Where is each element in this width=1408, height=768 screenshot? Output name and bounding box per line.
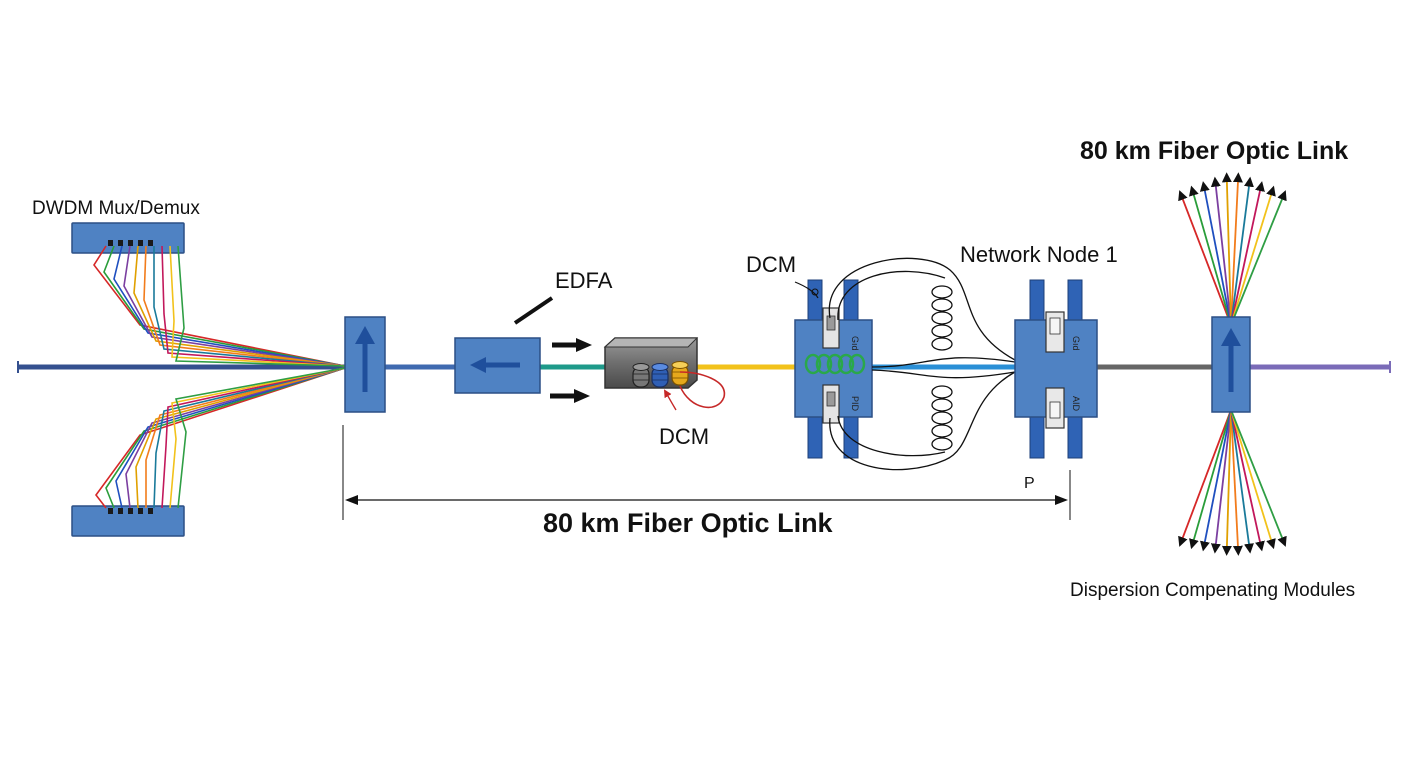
- mux-coupler: [344, 316, 386, 413]
- coil-turn: [931, 411, 953, 425]
- dcm-red-loop: [679, 371, 726, 409]
- edfa-module: [454, 337, 541, 394]
- coil-turn: [931, 437, 953, 451]
- edfa-pointer-line: [513, 296, 554, 325]
- svg-text:Gıd: Gıd: [1071, 336, 1081, 351]
- output-fiber-ray: [1210, 409, 1232, 554]
- coil-turn: [931, 424, 953, 438]
- coil-spring-bottom: [931, 385, 953, 451]
- dcm-rack: Gıd PID: [794, 279, 873, 459]
- output-fiber-ray: [1230, 409, 1254, 554]
- mux-fiber-strand: [174, 245, 346, 367]
- output-fiber-ray: [1189, 185, 1232, 326]
- signal-arrow-bottom: [550, 389, 590, 403]
- mux-fiber-strand: [143, 245, 346, 367]
- output-fiber-ray: [1230, 190, 1287, 326]
- signal-arrow-top: [552, 338, 592, 352]
- output-fiber-ray: [1189, 409, 1232, 550]
- link-dimension-label: 80 km Fiber Optic Link: [543, 508, 834, 538]
- svg-text:AID: AID: [1071, 396, 1081, 412]
- link-dimension: [342, 425, 1071, 520]
- dcm-spool-gray: [632, 363, 650, 388]
- coil-turn: [931, 385, 953, 399]
- output-fiber-fan: [1178, 172, 1287, 556]
- demux-fiber-strand: [125, 367, 346, 509]
- mux-fiber-strand: [113, 245, 346, 367]
- network-node-1: Gıd AID: [1014, 279, 1098, 459]
- mux-fiber-strand: [161, 245, 346, 367]
- output-fiber-ray: [1230, 409, 1287, 547]
- demux-fiber-strand: [174, 367, 346, 509]
- output-coupler: [1211, 316, 1251, 413]
- output-fiber-ray: [1230, 176, 1254, 326]
- edfa-label: EDFA: [555, 268, 613, 293]
- output-fiber-ray: [1230, 172, 1243, 326]
- arrow-left-icon: [470, 357, 520, 373]
- arrow-up-icon: [355, 326, 375, 392]
- demux-fiber-strand: [153, 367, 346, 509]
- svg-text:Gıd: Gıd: [850, 336, 860, 351]
- output-fiber-ray: [1230, 181, 1265, 326]
- mux-fiber-strand: [123, 245, 346, 367]
- mux-fiber-strand: [169, 245, 346, 367]
- dcm-spool-blue: [651, 363, 669, 388]
- arrow-up-icon: [1221, 328, 1241, 392]
- dcm-spool-yellow: [671, 361, 689, 386]
- coil-turn: [931, 298, 953, 312]
- coil-turn: [931, 311, 953, 325]
- demux-fiber-strand: [105, 367, 346, 509]
- output-fiber-ray: [1178, 409, 1232, 547]
- demux-fiber-strand: [145, 367, 346, 508]
- output-fiber-ray: [1210, 176, 1232, 326]
- output-fiber-ray: [1230, 409, 1276, 550]
- demux-fiber-strand: [135, 367, 346, 509]
- output-fiber-ray: [1178, 190, 1232, 326]
- link-title-label: 80 km Fiber Optic Link: [1080, 137, 1348, 165]
- output-fiber-ray: [1230, 185, 1276, 326]
- coil-turn: [931, 324, 953, 338]
- demux-fiber-strand: [115, 367, 346, 509]
- dcm-bottom-label: DCM: [659, 424, 709, 449]
- output-fiber-ray: [1199, 181, 1232, 326]
- coil-turn: [931, 337, 953, 351]
- coil-spring-top: [931, 285, 953, 351]
- svg-text:PID: PID: [850, 396, 860, 412]
- mux-fiber-fan: [93, 245, 346, 509]
- output-fiber-ray: [1221, 172, 1232, 326]
- dcm-top-label: DCM: [746, 252, 796, 277]
- mux-fiber-strand: [103, 245, 346, 367]
- demux-fiber-strand: [94, 367, 346, 509]
- modules-caption: Dispersion Compenating Modules: [1070, 580, 1355, 601]
- p-marker: P: [1024, 475, 1035, 492]
- mux-fiber-strand: [153, 246, 346, 367]
- mux-top-box: [71, 222, 185, 254]
- network-node-label: Network Node 1: [960, 242, 1118, 267]
- dcm-green-coil: [804, 353, 866, 375]
- fiber-loops: [828, 257, 1016, 471]
- mux-bottom-box: [71, 505, 185, 537]
- mux-fiber-strand: [133, 245, 346, 367]
- demux-fiber-strand: [161, 367, 346, 509]
- edfa-device: [603, 337, 726, 411]
- output-fiber-ray: [1230, 409, 1243, 556]
- mux-demux-label: DWDM Mux/Demux: [32, 198, 200, 219]
- dcm-top-pointer: [794, 281, 819, 299]
- demux-fiber-strand: [169, 367, 346, 509]
- output-fiber-ray: [1221, 409, 1232, 556]
- mux-fiber-strand: [93, 245, 346, 367]
- output-fiber-ray: [1199, 409, 1232, 552]
- output-fiber-ray: [1230, 409, 1265, 552]
- main-fiber-line: [17, 361, 1391, 373]
- coil-turn: [931, 285, 953, 299]
- coil-turn: [931, 398, 953, 412]
- dcm-red-pointer: [663, 389, 677, 411]
